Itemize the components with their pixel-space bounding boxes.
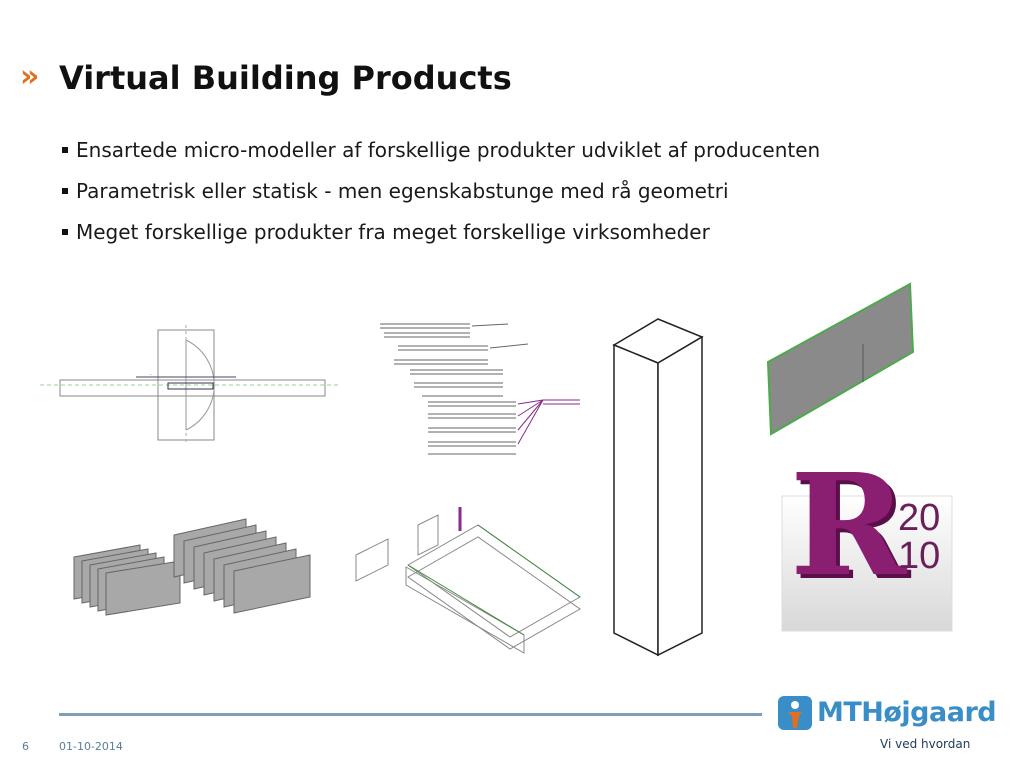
bullet-icon bbox=[62, 146, 68, 153]
bullet-item: Ensartede micro-modeller af forskellige … bbox=[62, 130, 820, 171]
schedule-drawing bbox=[380, 323, 580, 455]
bullet-text: Meget forskellige produkter fra meget fo… bbox=[76, 220, 710, 244]
revit-2010-logo: R 20 10 bbox=[780, 446, 955, 633]
framing-model bbox=[355, 507, 581, 654]
chevrons-icon: » bbox=[20, 59, 40, 94]
revit-r-glyph: R bbox=[790, 444, 907, 608]
bullet-item: Parametrisk eller statisk - men egenskab… bbox=[62, 171, 820, 212]
footer-divider bbox=[59, 713, 762, 716]
bullet-list: Ensartede micro-modeller af forskellige … bbox=[62, 130, 820, 253]
footer-date: 01-10-2014 bbox=[59, 740, 123, 753]
page-number: 6 bbox=[22, 740, 29, 753]
slide-title: Virtual Building Products bbox=[59, 59, 512, 97]
bullet-icon bbox=[62, 228, 68, 235]
bullet-text: Parametrisk eller statisk - men egenskab… bbox=[76, 179, 729, 203]
bullet-item: Meget forskellige produkter fra meget fo… bbox=[62, 212, 820, 253]
column-model bbox=[612, 318, 704, 657]
door-plan-drawing: . bbox=[40, 325, 340, 445]
bullet-text: Ensartede micro-modeller af forskellige … bbox=[76, 138, 821, 162]
bullet-icon bbox=[62, 187, 68, 194]
company-logo-text: MTHøjgaard bbox=[817, 697, 997, 728]
company-tagline: Vi ved hvordan bbox=[880, 737, 971, 751]
revit-year-top: 20 bbox=[898, 497, 941, 539]
fins-model bbox=[73, 518, 311, 616]
svg-text:.: . bbox=[150, 370, 152, 377]
revit-year-bottom: 10 bbox=[898, 535, 941, 577]
mth-logo-icon bbox=[778, 696, 812, 730]
panel-model bbox=[766, 282, 915, 436]
